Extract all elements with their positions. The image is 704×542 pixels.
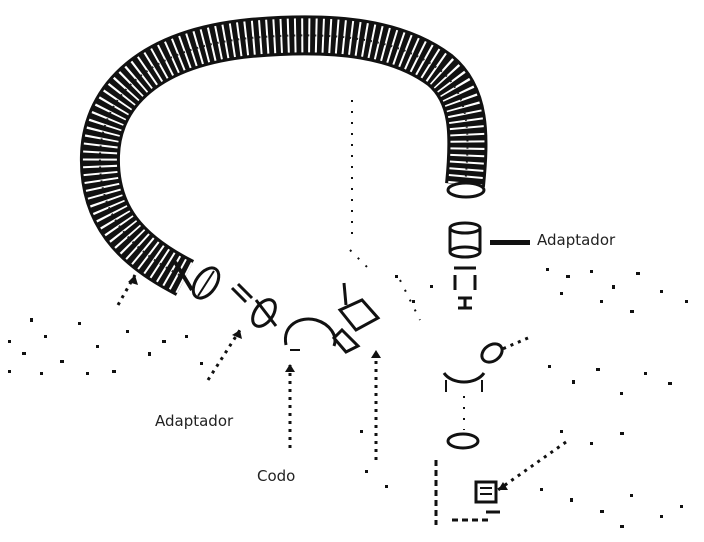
valve-icon xyxy=(442,342,504,392)
adaptador-label-right: Adaptador xyxy=(537,231,616,249)
guide-lines xyxy=(349,100,465,430)
bottom-connector-icon xyxy=(434,432,500,525)
adaptador-label-left: Adaptador xyxy=(155,412,234,430)
arrowheads xyxy=(128,240,530,490)
codo-label: Codo xyxy=(257,467,296,485)
y-piece-icon xyxy=(331,282,381,354)
scattered-dots xyxy=(8,268,688,528)
elbow-connector-icon xyxy=(283,317,337,351)
dotted-arrow-icon xyxy=(116,274,567,492)
corrugated-hose-icon xyxy=(79,15,488,296)
left-adapter-icon xyxy=(191,266,278,328)
right-adapter-icon xyxy=(448,221,482,310)
